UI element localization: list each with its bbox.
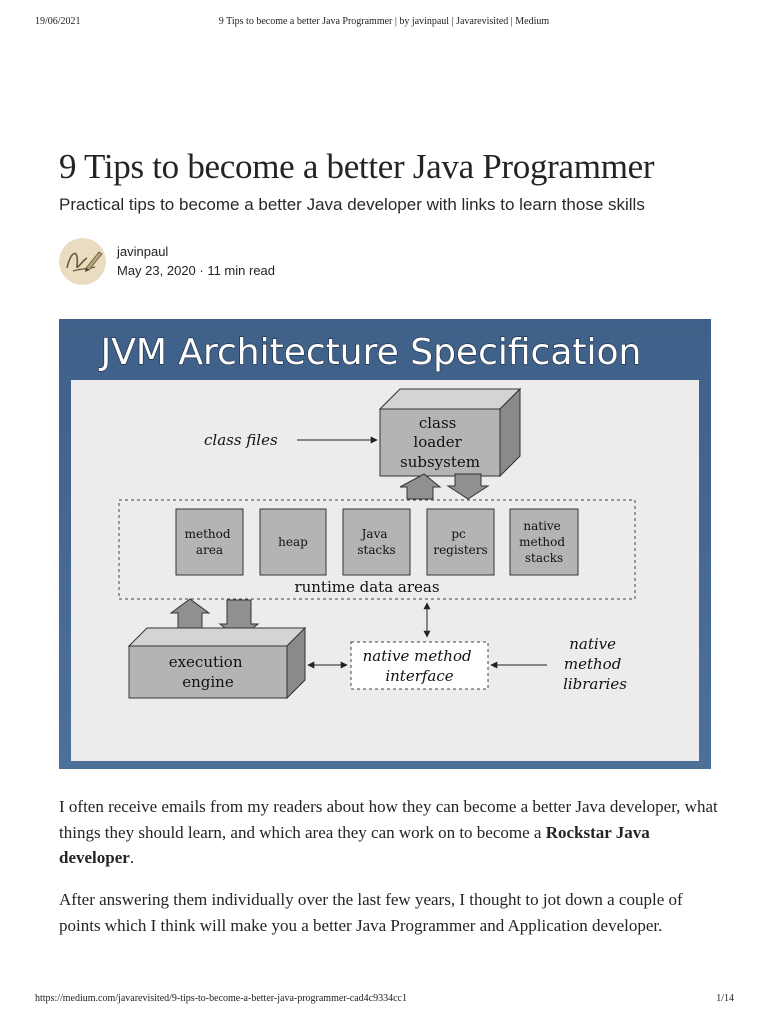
print-header: 19/06/2021 9 Tips to become a better Jav… (0, 16, 768, 30)
runtime-data-areas-label: runtime data areas (294, 578, 439, 596)
execution-engine-box: execution engine (127, 626, 307, 700)
body-paragraph-1: I often receive emails from my readers a… (59, 794, 719, 871)
runtime-data-areas-frame (118, 499, 636, 600)
native-method-libraries-label: native method libraries (563, 635, 627, 693)
svg-text:pc registers: pc registers (433, 527, 487, 557)
svg-text:method area: method area (185, 527, 235, 557)
post-date-read-time: May 23, 2020 · 11 min read (117, 263, 276, 278)
runtime-area-heap: heap (259, 508, 327, 576)
author-avatar[interactable] (59, 238, 106, 285)
author-name[interactable]: javinpaul (117, 244, 169, 259)
runtime-area-java-stacks: Java stacks (342, 508, 411, 576)
runtime-area-method-area: method area (175, 508, 244, 576)
up-arrow-icon (399, 473, 442, 500)
body-paragraph-1-text: I often receive emails from my readers a… (59, 797, 718, 842)
svg-text:Java stacks: Java stacks (357, 527, 395, 557)
body-paragraph-2: After answering them individually over t… (59, 890, 683, 935)
class-loader-box: class loader subsystem (378, 387, 522, 478)
runtime-area-pc-registers: pc registers (426, 508, 495, 576)
jvm-architecture-diagram: JVM Architecture Specification class loa… (59, 319, 711, 769)
print-page-title: 9 Tips to become a better Java Programme… (218, 16, 550, 27)
svg-text:class loader s: class loader subsystem (400, 414, 480, 471)
print-footer: https://medium.com/javarevisited/9-tips-… (0, 993, 768, 1007)
article-subtitle: Practical tips to become a better Java d… (59, 195, 645, 214)
class-files-label: class files (204, 431, 278, 449)
signature-pen-icon (59, 238, 106, 285)
diagram-heading: JVM Architecture Specification (99, 332, 642, 373)
class-loader-line-3: subsystem (400, 453, 480, 471)
svg-text:heap: heap (278, 535, 308, 549)
native-method-interface-box: native method interface (350, 641, 489, 690)
print-page-number: 1/14 (716, 993, 734, 1004)
rockstar-java-developer-text: Rockstar Java developer (59, 822, 650, 868)
print-date: 19/06/2021 (35, 16, 81, 27)
article-title: 9 Tips to become a better Java Programme… (59, 147, 655, 186)
runtime-area-native-method-stacks: native method stacks (509, 508, 579, 576)
svg-text:native method: native method stacks (519, 519, 569, 565)
svg-text:native method interfac: native method interface (363, 647, 477, 685)
print-url: https://medium.com/javarevisited/9-tips-… (35, 993, 407, 1004)
class-loader-line-1: class (419, 414, 457, 432)
class-loader-line-2: loader (413, 433, 462, 451)
body-paragraph-1-end: . (129, 848, 135, 867)
svg-text:execution engine: execution engine (169, 653, 248, 691)
down-arrow-icon (446, 473, 490, 500)
